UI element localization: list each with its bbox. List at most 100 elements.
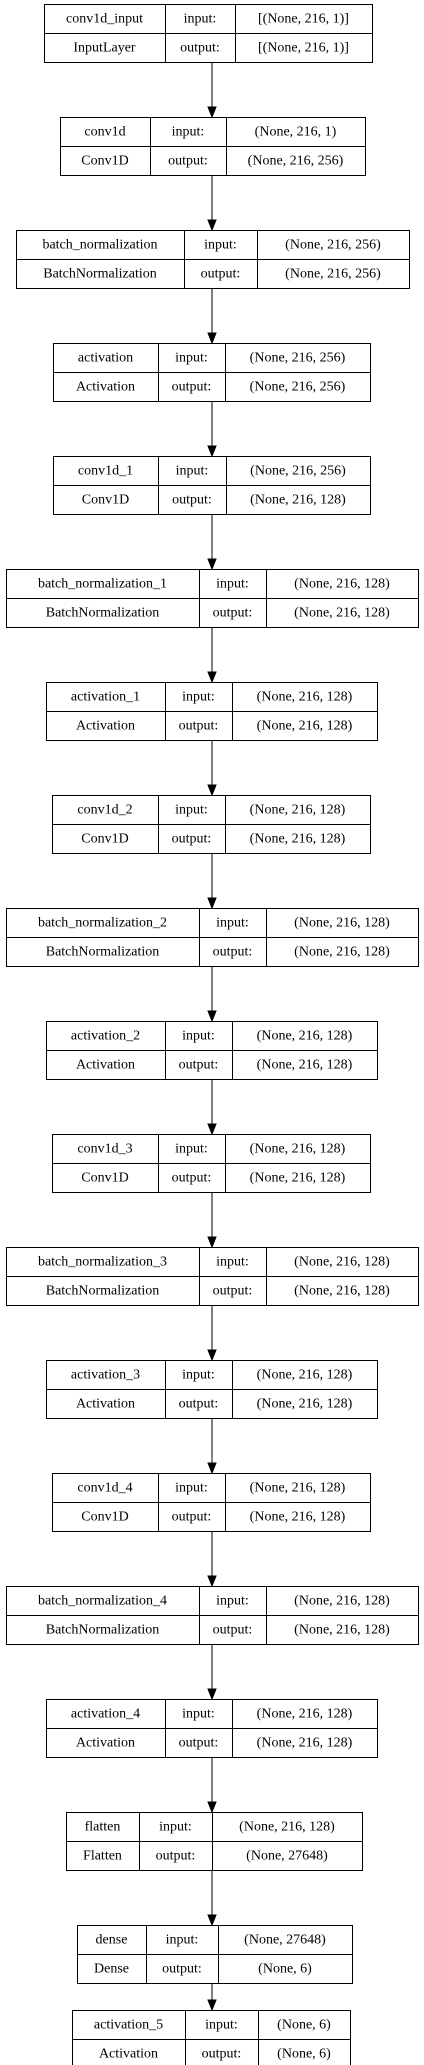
input-shape: (None, 216, 128): [250, 803, 346, 818]
layer-name: conv1d_2: [77, 803, 132, 818]
input-shape: (None, 216, 128): [294, 1594, 390, 1609]
layer-type: Activation: [76, 1397, 135, 1412]
input-label: input:: [182, 1029, 215, 1044]
layer-name: conv1d_input: [66, 12, 143, 27]
input-label: input:: [175, 1481, 208, 1496]
output-shape: (None, 216, 128): [294, 606, 390, 621]
output-label: output:: [213, 606, 253, 621]
output-label: output:: [156, 1849, 196, 1864]
layer-node: activation_3 input: (None, 216, 128) Activa…: [46, 1360, 378, 1419]
input-shape: (None, 216, 128): [294, 916, 390, 931]
layer-name: activation_5: [94, 2018, 163, 2033]
input-label: input:: [159, 1820, 192, 1835]
layer-name: batch_normalization_4: [38, 1594, 167, 1609]
input-shape: (None, 216, 128): [250, 1481, 346, 1496]
output-shape: (None, 216, 128): [257, 1058, 353, 1073]
input-shape: (None, 216, 128): [257, 1707, 353, 1722]
output-label: output:: [213, 1284, 253, 1299]
layer-name: activation: [78, 351, 133, 366]
input-shape: (None, 216, 256): [250, 464, 346, 479]
output-shape: (None, 27648): [246, 1849, 328, 1864]
edge-arrow: [207, 1984, 217, 2012]
layer-type: Flatten: [83, 1849, 122, 1864]
arrow-head: [207, 784, 217, 797]
edge-arrow: [207, 1419, 217, 1475]
edge-arrow: [207, 1871, 217, 1927]
edge-arrow: [207, 1758, 217, 1814]
output-label: output:: [172, 493, 212, 508]
layer-type: Conv1D: [81, 1510, 128, 1525]
input-label: input:: [166, 1933, 199, 1948]
layer-name: conv1d: [84, 125, 125, 140]
layer-name: flatten: [85, 1820, 121, 1835]
layer-name: dense: [96, 1933, 128, 1948]
input-label: input:: [182, 1707, 215, 1722]
input-label: input:: [175, 803, 208, 818]
edge-arrow: [207, 1306, 217, 1362]
output-label: output:: [168, 154, 208, 169]
layer-type: Conv1D: [81, 154, 128, 169]
arrow-head: [207, 1575, 217, 1588]
input-label: input:: [182, 1368, 215, 1383]
output-label: output:: [213, 945, 253, 960]
output-shape: (None, 6): [277, 2047, 331, 2062]
edge-arrow: [207, 967, 217, 1023]
layer-name: batch_normalization_3: [38, 1255, 167, 1270]
edge-arrow: [207, 63, 217, 119]
output-shape: (None, 216, 128): [250, 1171, 346, 1186]
arrow-head: [207, 106, 217, 119]
arrow-head: [207, 219, 217, 232]
input-shape: (None, 216, 256): [285, 238, 381, 253]
layer-name: conv1d_3: [77, 1142, 132, 1157]
arrow-head: [207, 1349, 217, 1362]
output-shape: (None, 216, 128): [257, 1736, 353, 1751]
output-shape: (None, 216, 128): [257, 1397, 353, 1412]
input-label: input:: [216, 1594, 249, 1609]
output-label: output:: [172, 832, 212, 847]
arrow-head: [207, 897, 217, 910]
layer-type: Activation: [76, 1058, 135, 1073]
layer-type: Conv1D: [81, 832, 128, 847]
input-shape: [(None, 216, 1)]: [258, 12, 349, 27]
edge-arrow: [207, 402, 217, 458]
layer-node: conv1d_input input: [(None, 216, 1)] InputL…: [44, 4, 373, 63]
layer-box: [72, 2010, 351, 2065]
input-label: input:: [184, 12, 217, 27]
output-label: output:: [202, 2047, 242, 2062]
layer-type: InputLayer: [73, 41, 136, 56]
arrow-head: [207, 1688, 217, 1701]
layer-type: BatchNormalization: [46, 1284, 160, 1299]
input-label: input:: [175, 351, 208, 366]
input-label: input:: [182, 690, 215, 705]
input-label: input:: [216, 1255, 249, 1270]
arrow-head: [207, 1801, 217, 1814]
output-shape: (None, 216, 128): [294, 945, 390, 960]
input-label: input:: [205, 2018, 238, 2033]
arrow-head: [207, 1010, 217, 1023]
edge-arrow: [207, 1645, 217, 1701]
layer-node: conv1d_2 input: (None, 216, 128) Conv1D outp…: [52, 795, 371, 854]
input-shape: (None, 216, 128): [239, 1820, 335, 1835]
layer-name: activation_3: [71, 1368, 140, 1383]
output-shape: (None, 216, 128): [250, 832, 346, 847]
output-shape: [(None, 216, 1)]: [258, 41, 349, 56]
input-shape: (None, 216, 1): [255, 125, 337, 140]
input-shape: (None, 216, 256): [250, 351, 346, 366]
layer-type: BatchNormalization: [43, 267, 157, 282]
input-shape: (None, 27648): [244, 1933, 326, 1948]
edge-arrow: [207, 1532, 217, 1588]
output-shape: (None, 6): [258, 1962, 312, 1977]
input-shape: (None, 216, 128): [257, 1029, 353, 1044]
layer-type: Activation: [76, 1736, 135, 1751]
output-shape: (None, 216, 128): [250, 493, 346, 508]
layer-name: batch_normalization_2: [38, 916, 167, 931]
output-shape: (None, 216, 256): [285, 267, 381, 282]
